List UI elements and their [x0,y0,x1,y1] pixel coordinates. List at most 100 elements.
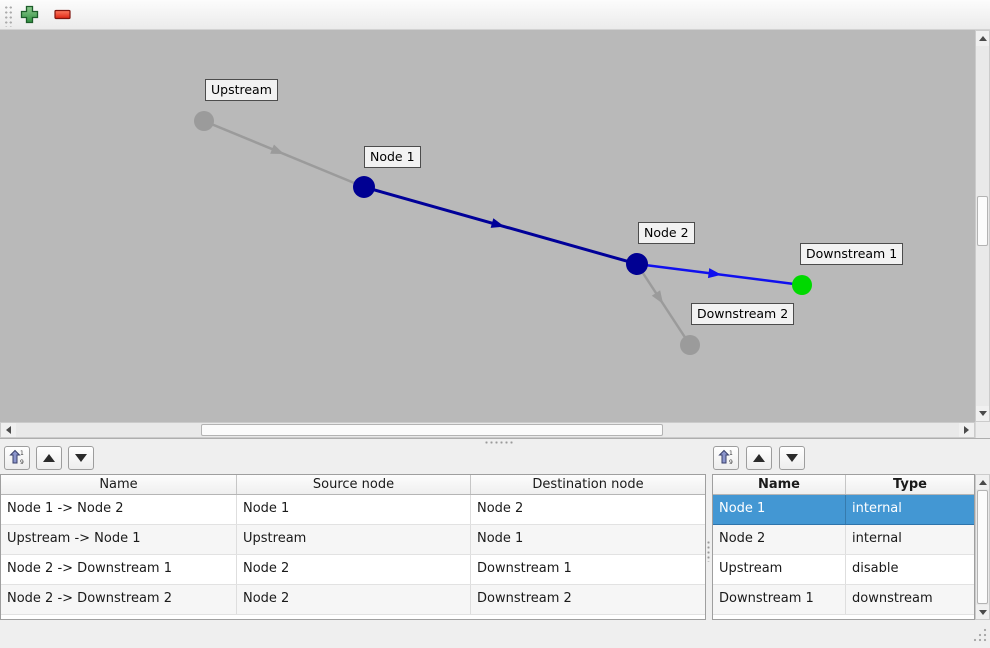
triangle-left-icon [6,426,11,434]
cell-source-node: Node 2 [237,585,471,614]
graph-node-label-downstream-2: Downstream 2 [691,303,795,325]
cell-source-node: Node 1 [237,495,471,524]
cell-source-node: Upstream [237,525,471,554]
triangle-up-icon [978,36,987,41]
cell-name: Node 1 -> Node 2 [1,495,237,524]
graph-node-label-upstream: Upstream [205,79,278,101]
cell-source-node: Node 2 [237,555,471,584]
triangle-down-icon [978,609,987,615]
table-row-upstream[interactable]: Upstream disable [713,555,974,585]
column-header-source-node[interactable]: Source node [237,475,471,494]
column-header-name[interactable]: Name [1,475,237,494]
cell-type: downstream [852,591,933,606]
cell-name: Node 1 [713,495,846,524]
svg-text:1: 1 [20,450,24,457]
link-sort-button[interactable]: 1 9 [4,446,30,470]
triangle-right-icon [964,426,969,434]
node-table-scrollbar[interactable] [975,474,990,620]
cell-type: disable [852,561,899,576]
scroll-up-button[interactable] [976,31,989,46]
cell-name: Node 2 -> Downstream 2 [1,585,237,614]
cell-name: Node 2 [713,525,846,554]
triangle-up-icon [43,454,55,462]
triangle-up-icon [753,454,765,462]
graph-node-node-2[interactable] [626,253,648,275]
svg-text:9: 9 [729,459,733,465]
window-resize-grip[interactable] [971,626,989,644]
graph-node-label-downstream-1: Downstream 1 [800,243,904,265]
graph-node-label-node-1: Node 1 [364,146,421,168]
svg-text:1: 1 [729,450,733,457]
graph-edge-node-2-to-downstream-2[interactable] [635,263,692,346]
edge-arrowhead-icon [707,268,722,279]
link-move-down-button[interactable] [68,446,94,470]
horizontal-splitter[interactable] [0,438,990,444]
cell-name: Upstream [713,555,846,584]
table-row-downstream-1[interactable]: Downstream 1 downstream [713,585,974,615]
main-toolbar [0,0,990,30]
column-header-type[interactable]: Type [893,477,927,492]
splitter-handle-dots [707,540,710,562]
scrollbar-thumb[interactable] [201,424,663,436]
scroll-left-button[interactable] [1,423,16,437]
triangle-down-icon [978,411,987,416]
graph-node-downstream-1[interactable] [792,275,812,295]
cell-name: Node 2 -> Downstream 1 [1,555,237,584]
canvas-horizontal-scrollbar[interactable] [0,422,975,438]
column-header-name[interactable]: Name [713,475,846,494]
cell-name: Downstream 1 [713,585,846,614]
cell-destination-node: Downstream 2 [477,591,572,606]
triangle-down-icon [75,454,87,462]
minus-icon [53,5,72,27]
column-header-destination-node[interactable]: Destination node [532,477,644,492]
cell-type: internal [852,501,902,516]
add-button[interactable] [16,3,42,28]
scrollbar-corner [975,422,990,438]
edge-arrowhead-icon [490,218,505,228]
scrollbar-thumb[interactable] [977,490,988,604]
cell-destination-node: Node 2 [477,501,524,516]
table-row-node-1[interactable]: Node 1 internal [713,495,974,525]
edge-arrowhead-icon [651,290,664,304]
sort-ascending-icon: 1 9 [9,449,25,468]
plus-icon [20,5,39,27]
remove-button[interactable] [49,3,75,28]
triangle-up-icon [978,479,987,485]
graph-node-upstream[interactable] [194,111,214,131]
graph-edges-layer [203,119,803,346]
cell-name: Upstream -> Node 1 [1,525,237,554]
toolbar-grip[interactable] [3,4,12,27]
scrollbar-thumb[interactable] [977,196,988,246]
svg-text:9: 9 [20,459,24,465]
graph-node-downstream-2[interactable] [680,335,700,355]
vertical-splitter[interactable] [706,444,712,620]
scroll-down-button[interactable] [976,406,989,421]
node-sort-button[interactable]: 1 9 [713,446,739,470]
graph-node-node-1[interactable] [353,176,375,198]
node-move-up-button[interactable] [746,446,772,470]
edge-arrowhead-icon [270,144,285,155]
scroll-right-button[interactable] [959,423,974,437]
cell-destination-node: Node 1 [477,531,524,546]
scroll-down-button[interactable] [976,605,989,619]
node-move-down-button[interactable] [779,446,805,470]
sort-ascending-icon: 1 9 [718,449,734,468]
canvas-vertical-scrollbar[interactable] [975,30,990,422]
splitter-handle-dots [484,441,514,444]
scroll-up-button[interactable] [976,475,989,489]
link-move-up-button[interactable] [36,446,62,470]
cell-destination-node: Downstream 1 [477,561,572,576]
graph-node-label-node-2: Node 2 [638,222,695,244]
node-table-header: Name Type [713,475,974,495]
